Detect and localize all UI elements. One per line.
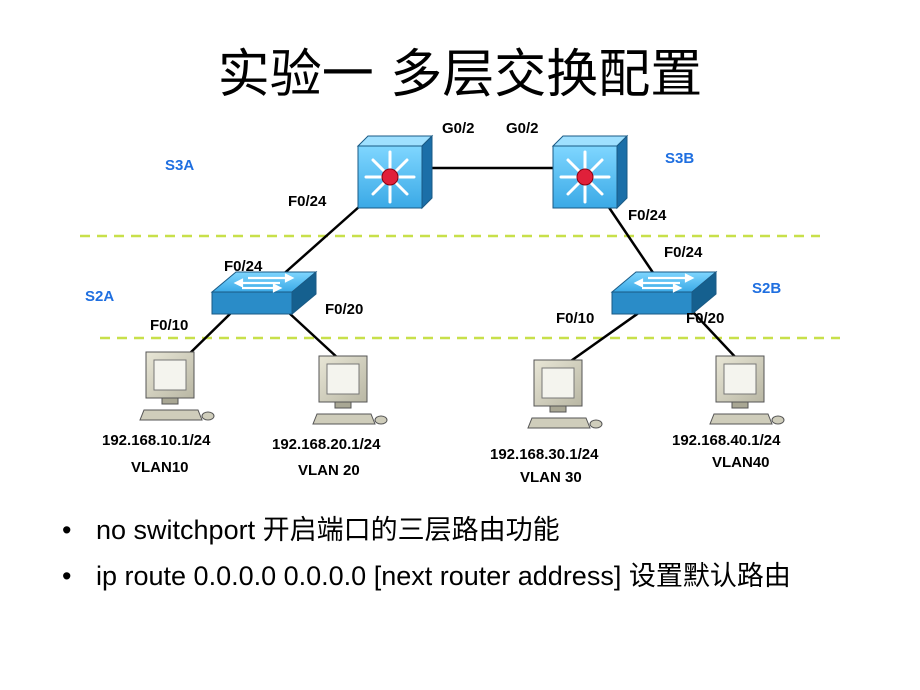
pc-4-icon[interactable] xyxy=(709,355,785,425)
link-s2a-pc1 xyxy=(184,311,233,359)
switch-s2b-icon[interactable] xyxy=(610,270,718,316)
host-ip-1: 192.168.10.1/24 xyxy=(102,432,211,449)
pc-1-icon[interactable] xyxy=(139,351,215,421)
port-label-s3b-g02: G0/2 xyxy=(506,120,539,137)
host-vlan-4: VLAN40 xyxy=(712,454,770,471)
bullet-symbol: • xyxy=(62,561,72,591)
bullet-symbol: • xyxy=(62,515,72,545)
link-s2b-pc4 xyxy=(692,311,739,361)
port-label-s2a-f010: F0/10 xyxy=(150,317,188,334)
host-ip-4: 192.168.40.1/24 xyxy=(672,432,781,449)
host-ip-3: 192.168.30.1/24 xyxy=(490,446,599,463)
bullet-text: no switchport 开启端口的三层路由功能 xyxy=(96,515,560,545)
device-label-s3b: S3B xyxy=(665,150,694,167)
port-label-s2b-f020: F0/20 xyxy=(686,310,724,327)
host-vlan-3: VLAN 30 xyxy=(520,469,582,486)
multilayer-switch-s3b-icon[interactable] xyxy=(551,134,629,210)
bullet-item: • no switchport 开启端口的三层路由功能 xyxy=(62,512,882,548)
port-label-s2a-f024: F0/24 xyxy=(224,258,263,275)
switch-s2a-icon[interactable] xyxy=(210,270,318,316)
port-label-s3a-g02: G0/2 xyxy=(442,120,475,137)
device-label-s3a: S3A xyxy=(165,157,194,174)
port-label-s3a-f024: F0/24 xyxy=(288,193,327,210)
host-ip-2: 192.168.20.1/24 xyxy=(272,436,381,453)
bullet-item: • ip route 0.0.0.0 0.0.0.0 [next router … xyxy=(62,558,882,594)
link-s2a-pc2 xyxy=(287,311,341,361)
port-label-s2b-f024: F0/24 xyxy=(664,244,703,261)
port-label-s2b-f010: F0/10 xyxy=(556,310,594,327)
bullet-list: • no switchport 开启端口的三层路由功能 • ip route 0… xyxy=(62,512,882,604)
host-vlan-2: VLAN 20 xyxy=(298,462,360,479)
bullet-text: ip route 0.0.0.0 0.0.0.0 [next router ad… xyxy=(96,561,791,591)
pc-2-icon[interactable] xyxy=(312,355,388,425)
network-topology-diagram: S3A S3B S2A S2B G0/2 G0/2 F0/24 F0/24 F0… xyxy=(80,120,840,486)
link-s2b-pc3 xyxy=(567,310,641,365)
device-label-s2a: S2A xyxy=(85,288,114,305)
multilayer-switch-s3a-icon[interactable] xyxy=(356,134,434,210)
port-label-s2a-f020: F0/20 xyxy=(325,301,363,318)
port-label-s3b-f024: F0/24 xyxy=(628,207,667,224)
slide-title: 实验一 多层交换配置 xyxy=(217,45,703,105)
device-label-s2b: S2B xyxy=(752,280,781,297)
pc-3-icon[interactable] xyxy=(527,359,603,429)
host-vlan-1: VLAN10 xyxy=(131,459,189,476)
